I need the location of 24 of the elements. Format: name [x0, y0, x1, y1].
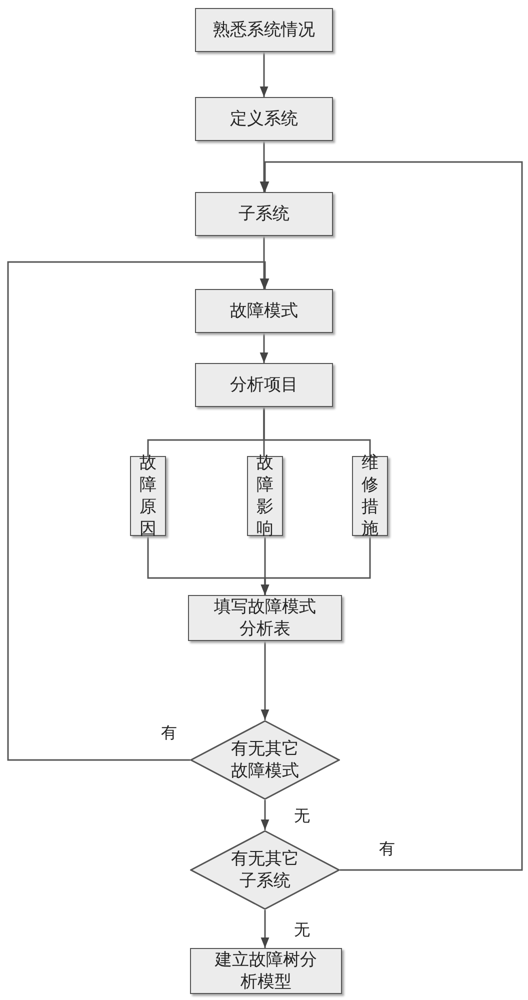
decision-diamond: 有无其它故障模式	[190, 720, 340, 800]
process-box: 故障原因	[130, 456, 166, 536]
process-box: 维修措施	[352, 456, 388, 536]
arrow	[260, 333, 268, 363]
arrow	[260, 800, 270, 830]
arrow	[260, 910, 270, 948]
process-box: 故障模式	[195, 289, 333, 333]
edge-label: 有	[378, 840, 396, 858]
arrow	[260, 536, 371, 595]
process-box: 熟悉系统情况	[195, 8, 333, 52]
process-box: 故障影响	[247, 456, 283, 536]
process-box: 分析项目	[195, 363, 333, 407]
arrow	[260, 641, 270, 720]
process-box: 建立故障树分析模型	[190, 948, 342, 994]
process-box: 填写故障模式分析表	[188, 595, 342, 641]
decision-diamond: 有无其它子系统	[190, 830, 340, 910]
edge-label: 无	[293, 807, 311, 825]
connector-line	[263, 407, 371, 456]
arrow	[7, 261, 270, 761]
edge-label: 有	[160, 724, 178, 742]
process-box: 定义系统	[195, 97, 333, 141]
process-box: 子系统	[195, 192, 333, 236]
arrow	[260, 52, 268, 97]
edge-label: 无	[293, 921, 311, 939]
